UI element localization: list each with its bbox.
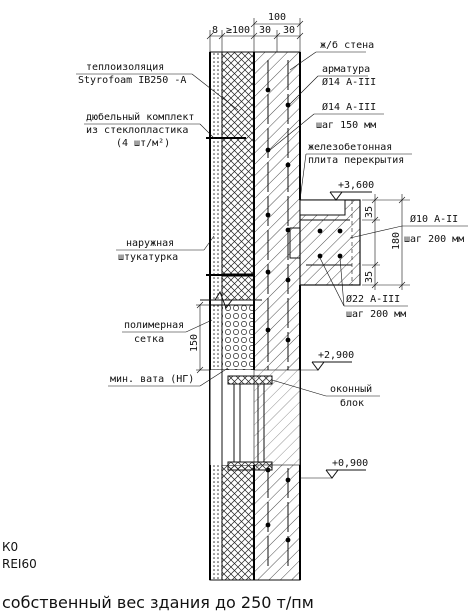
level-0900: +0,900 xyxy=(332,458,368,469)
label-plaster-1: наружная xyxy=(126,238,174,249)
class-rei: REI60 xyxy=(2,557,37,571)
label-rebar-2: Ø14 A-III xyxy=(322,76,376,88)
class-k: К0 xyxy=(2,540,18,554)
right-callouts: ж/б стена арматура Ø14 A-III Ø14 A-III ш… xyxy=(269,39,468,409)
label-window-1: оконный xyxy=(330,383,372,395)
footer-note: собственный вес здания до 250 т/пм xyxy=(2,593,314,612)
label-dowel-3: (4 шт/м²) xyxy=(116,138,170,149)
label-wool: мин. вата (НГ) xyxy=(110,374,194,385)
left-callouts: теплоизоляция Styrofoam IB250 -A дюбельн… xyxy=(76,62,239,387)
label-mesh-1: полимерная xyxy=(124,320,184,331)
label-slab-rebar2-1: Ø22 A-III xyxy=(346,293,400,305)
mesh-dimension: 150 xyxy=(189,301,210,374)
floor-slab xyxy=(289,199,361,286)
fire-classification: К0 REI60 xyxy=(2,540,37,571)
dowels xyxy=(206,137,254,277)
level-3600: +3,600 xyxy=(338,180,374,191)
dim-35b: 35 xyxy=(364,271,375,283)
label-slab-rebar2-2: шаг 200 мм xyxy=(346,309,406,320)
window-block xyxy=(209,369,301,471)
insulation-layer xyxy=(221,51,255,301)
dim-180: 180 xyxy=(391,232,402,250)
dim-150: 150 xyxy=(189,334,200,352)
label-slab-rebar-1: Ø10 A-II xyxy=(410,213,458,225)
label-slab-rebar-2: шаг 200 мм xyxy=(404,234,464,245)
label-dowel-1: дюбельный комплект xyxy=(86,111,194,123)
dim-total: 100 xyxy=(268,12,286,23)
label-rebar-1: арматура xyxy=(322,64,370,75)
wall-layers xyxy=(200,51,301,581)
label-slab-2: плита перекрытия xyxy=(308,155,404,166)
label-rc-wall: ж/б стена xyxy=(320,39,374,51)
label-window-2: блок xyxy=(340,397,364,409)
label-rebar2-2: шаг 150 мм xyxy=(316,120,376,131)
label-insulation-2: Styrofoam IB250 -A xyxy=(78,75,186,86)
label-rebar2-1: Ø14 A-III xyxy=(322,101,376,113)
dim-8: 8 xyxy=(212,25,218,36)
dim-100: ≥100 xyxy=(226,25,250,36)
dim-30a: 30 xyxy=(259,25,271,36)
label-slab-1: железобетонная xyxy=(308,141,392,153)
label-insulation-1: теплоизоляция xyxy=(86,62,164,73)
label-plaster-2: штукатурка xyxy=(118,252,178,263)
label-dowel-2: из стеклопластика xyxy=(86,125,188,136)
level-2900: +2,900 xyxy=(318,350,354,361)
label-mesh-2: сетка xyxy=(134,334,164,345)
dim-30b: 30 xyxy=(283,25,295,36)
dim-35a: 35 xyxy=(364,206,375,218)
mineral-wool-band xyxy=(221,304,255,371)
level-marks: +3,600 +2,900 +0,900 xyxy=(300,180,374,479)
top-dimension-chain: 100 8 ≥100 30 30 xyxy=(206,12,304,52)
slab-dimensions: 35 180 35 xyxy=(362,194,410,290)
